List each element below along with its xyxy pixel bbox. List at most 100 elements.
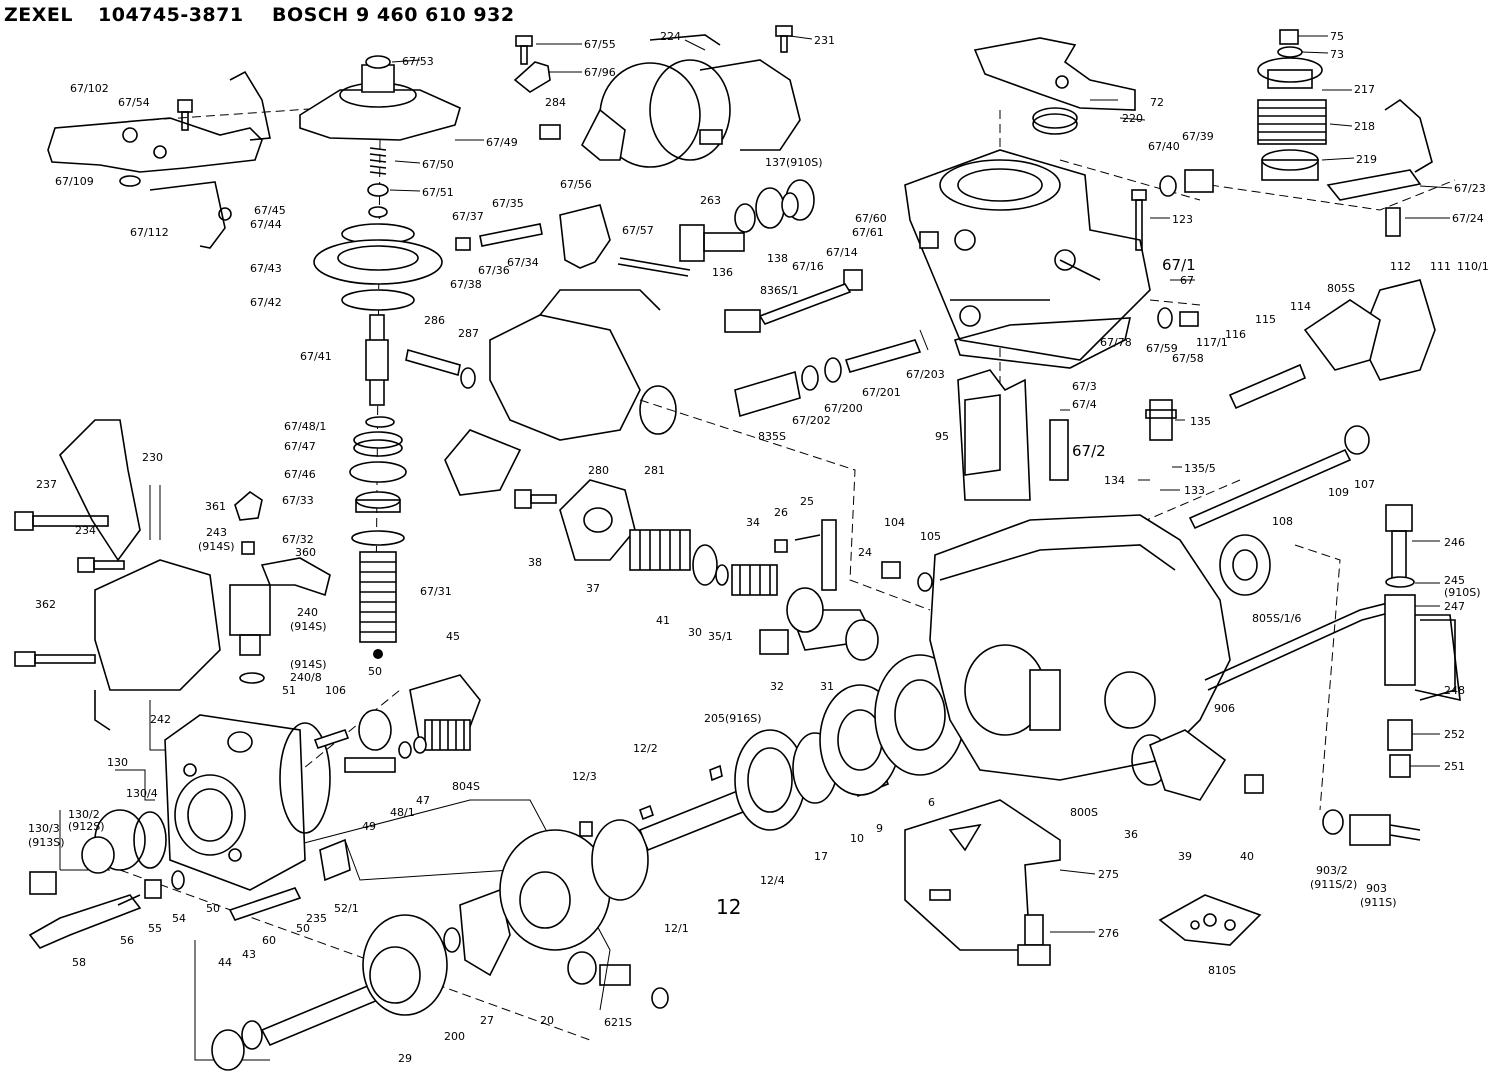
part-labels: 67/55 67/96 67/53 224 231 75 73 67/102 6…	[28, 30, 1489, 1065]
part-52-1-clip	[319, 838, 351, 882]
label-107: 107	[1354, 478, 1375, 491]
label-9: 9	[876, 822, 883, 835]
label-67-4: 67/4	[1072, 398, 1097, 411]
part-67-2-pin	[1049, 419, 1069, 481]
label-112: 112	[1390, 260, 1411, 273]
part-137-fitting	[734, 179, 815, 233]
label-240: 240	[297, 606, 318, 619]
label-27: 27	[480, 1014, 494, 1027]
part-50-drive-shaft	[260, 983, 380, 1047]
label-230: 230	[142, 451, 163, 464]
part-136-bolt	[679, 224, 745, 262]
leader-lines	[389, 35, 1453, 933]
label-67-43: 67/43	[250, 262, 282, 275]
part-39-cover	[1149, 729, 1227, 801]
label-26: 26	[774, 506, 788, 519]
part-34-spring	[731, 564, 778, 596]
label-276: 276	[1098, 927, 1119, 940]
label-218: 218	[1354, 120, 1375, 133]
part-835s-sleeve	[734, 370, 801, 418]
label-51: 51	[282, 684, 296, 697]
part-29-cam-plate	[362, 914, 448, 1016]
part-60-bolt	[228, 887, 302, 921]
part-67-200-washer	[824, 357, 842, 383]
label-54: 54	[172, 912, 186, 925]
part-112-lever-assembly	[1303, 279, 1436, 381]
part-67-16-rod	[758, 283, 852, 325]
label-243: 243	[206, 526, 227, 539]
label-361: 361	[205, 500, 226, 513]
label-20: 20	[540, 1014, 554, 1027]
part-67-42-diaphragm-plate	[341, 289, 415, 311]
label-67-78: 67/78	[1100, 336, 1132, 349]
part-231-screw	[775, 25, 793, 53]
label-123: 123	[1172, 213, 1193, 226]
label-220: 220	[1122, 112, 1143, 125]
label-56: 56	[120, 934, 134, 947]
part-217-spring-seat	[1257, 57, 1323, 89]
part-104-bolt	[881, 561, 901, 579]
label-67-109: 67/109	[55, 175, 94, 188]
label-135: 135	[1190, 415, 1211, 428]
part-115-shaft	[1228, 363, 1307, 410]
part-67-60-bolt	[919, 231, 939, 249]
part-67-41-push-rod	[365, 314, 389, 406]
label-67-203: 67/203	[906, 368, 945, 381]
group-bracket-lines	[59, 485, 611, 1061]
part-48-1-washer	[398, 741, 412, 759]
part-67-24-screw	[1385, 207, 1401, 237]
part-218-spring	[1257, 99, 1327, 145]
part-362-bolt	[14, 651, 96, 667]
part-205-key	[709, 764, 723, 782]
label-43: 43	[242, 948, 256, 961]
label-50a: 50	[368, 665, 382, 678]
label-67-56: 67/56	[560, 178, 592, 191]
label-111: 111	[1430, 260, 1451, 273]
label-12-4: 12/4	[760, 874, 785, 887]
part-287-washer	[460, 367, 476, 389]
label-36: 36	[1124, 828, 1138, 841]
part-67-59-washer	[1157, 307, 1173, 329]
label-67-38: 67/38	[450, 278, 482, 291]
part-251-valve	[1389, 754, 1411, 778]
part-240-solenoid	[229, 584, 271, 656]
label-247: 247	[1444, 600, 1465, 613]
part-12-2-key	[639, 804, 654, 821]
label-67-33: 67/33	[282, 494, 314, 507]
label-73: 73	[1330, 48, 1344, 61]
part-67-55-screw	[515, 35, 533, 65]
label-48-1: 48/1	[390, 806, 415, 819]
label-912s: (912S)	[68, 820, 105, 833]
part-67-50-spring	[369, 147, 387, 175]
part-123-bolt	[1131, 189, 1147, 251]
part-75-nut	[1279, 29, 1299, 45]
label-67-58: 67/58	[1172, 352, 1204, 365]
part-95-solenoid	[957, 369, 1031, 501]
label-67-60: 67/60	[855, 212, 887, 225]
label-237: 237	[36, 478, 57, 491]
label-248: 248	[1444, 684, 1465, 697]
part-49-valve	[344, 709, 396, 773]
part-903-2-o-ring	[1322, 809, 1344, 835]
label-17: 17	[814, 850, 828, 863]
part-38-bolt	[514, 489, 557, 509]
label-219: 219	[1356, 153, 1377, 166]
label-134: 134	[1104, 474, 1125, 487]
part-12-3-key	[579, 821, 593, 837]
part-245-washer	[1385, 576, 1415, 588]
part-800s-pump-body	[929, 514, 1231, 781]
label-105: 105	[920, 530, 941, 543]
part-12-1-drive-shaft	[591, 788, 750, 901]
label-67-59: 67/59	[1146, 342, 1178, 355]
label-117-1: 117/1	[1196, 336, 1228, 349]
label-116: 116	[1225, 328, 1246, 341]
label-913s: (913S)	[28, 836, 65, 849]
part-67-102-bracket	[47, 70, 271, 249]
part-138-washer	[781, 192, 799, 218]
label-67-39: 67/39	[1182, 130, 1214, 143]
label-12: 12	[716, 895, 741, 919]
label-67-35: 67/35	[492, 197, 524, 210]
part-27-roller-ring	[459, 888, 511, 977]
label-50c: 50	[296, 922, 310, 935]
label-24: 24	[858, 546, 872, 559]
